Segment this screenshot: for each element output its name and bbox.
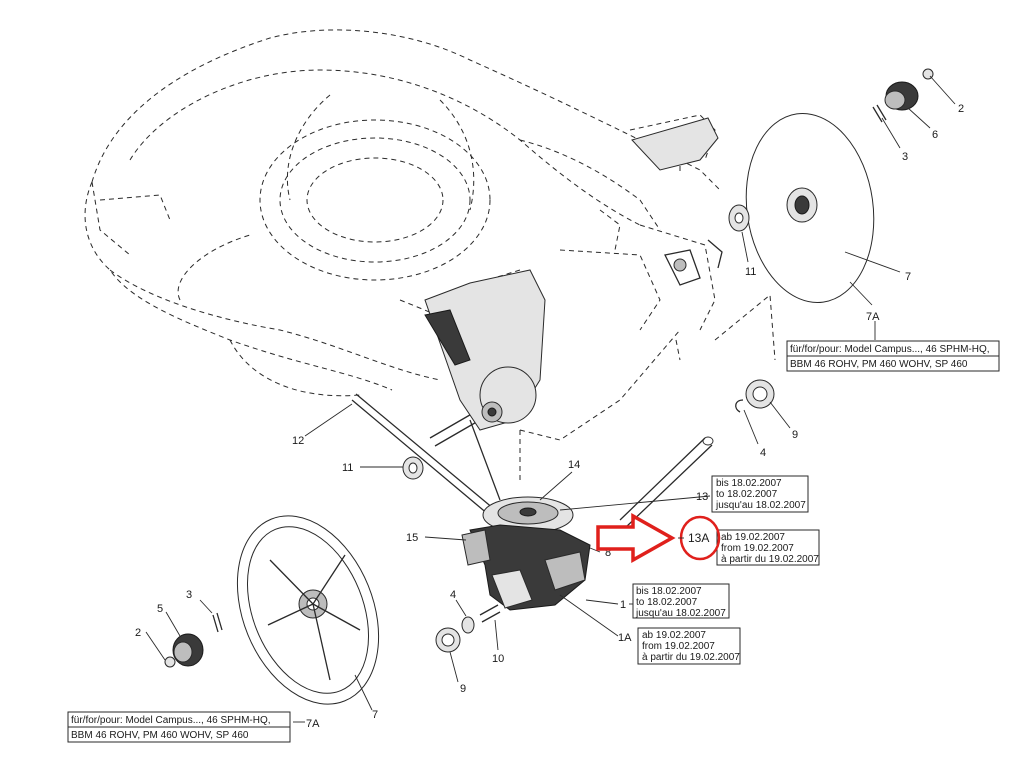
date-note-13-line1: bis 18.02.2007 bbox=[716, 478, 782, 489]
callout-8: 8 bbox=[605, 547, 611, 559]
callout-4-right: 4 bbox=[760, 447, 766, 459]
model-note-right-line1: für/for/pour: Model Campus..., 46 SPHM-H… bbox=[790, 344, 990, 355]
callout-5: 5 bbox=[157, 603, 163, 615]
highlight-annotation: 13A bbox=[596, 513, 721, 563]
date-note-13A-line3: à partir du 19.02.2007 bbox=[721, 554, 819, 565]
callout-2-left: 2 bbox=[135, 627, 141, 639]
callout-7A-left: 7A bbox=[306, 718, 320, 730]
date-note-1A: ab 19.02.2007 from 19.02.2007 à partir d… bbox=[637, 627, 741, 665]
mower-deck bbox=[84, 29, 776, 480]
date-note-1-line1: bis 18.02.2007 bbox=[636, 586, 702, 597]
callout-15: 15 bbox=[406, 532, 418, 544]
model-note-left-line2: BBM 46 ROHV, PM 460 WOHV, SP 460 bbox=[71, 730, 249, 741]
callout-1A: 1A bbox=[618, 632, 632, 644]
date-note-1-line2: to 18.02.2007 bbox=[636, 597, 698, 608]
gearbox-assembly bbox=[461, 496, 591, 611]
date-note-1A-line1: ab 19.02.2007 bbox=[642, 630, 706, 641]
red-arrow-icon bbox=[596, 513, 676, 563]
callout-1: 1 bbox=[620, 599, 626, 611]
right-bracket bbox=[631, 117, 723, 286]
lower-parts bbox=[402, 456, 501, 653]
handle-bracket bbox=[424, 269, 546, 431]
leader-lines bbox=[145, 75, 956, 723]
model-note-right-line2: BBM 46 ROHV, PM 460 WOHV, SP 460 bbox=[790, 359, 968, 370]
callout-9-right: 9 bbox=[792, 429, 798, 441]
bearings-right bbox=[728, 204, 775, 413]
model-note-left-line1: für/for/pour: Model Campus..., 46 SPHM-H… bbox=[71, 715, 271, 726]
hub-top-right bbox=[872, 68, 934, 123]
callout-11-left: 11 bbox=[342, 462, 353, 474]
date-note-13A-line1: ab 19.02.2007 bbox=[721, 532, 785, 543]
callout-10: 10 bbox=[492, 653, 504, 665]
date-note-13-line2: to 18.02.2007 bbox=[716, 489, 778, 500]
date-note-13A-line2: from 19.02.2007 bbox=[721, 543, 794, 554]
date-note-13A: ab 19.02.2007 from 19.02.2007 à partir d… bbox=[716, 529, 820, 566]
callout-4-left: 4 bbox=[450, 589, 456, 601]
model-note-left: für/for/pour: Model Campus..., 46 SPHM-H… bbox=[67, 711, 291, 743]
callout-11-right: 11 bbox=[745, 266, 756, 278]
callout-13: 13 bbox=[696, 491, 708, 503]
drive-belt bbox=[351, 393, 501, 521]
callout-9-left: 9 bbox=[460, 683, 466, 695]
date-note-1A-line2: from 19.02.2007 bbox=[642, 641, 715, 652]
date-note-13-line3: jusqu'au 18.02.2007 bbox=[715, 500, 806, 511]
callout-12: 12 bbox=[292, 435, 304, 447]
callout-6-top: 6 bbox=[932, 129, 938, 141]
callout-labels: 2 6 3 11 7 7A 9 4 12 11 14 13 15 8 1 1A … bbox=[135, 103, 964, 730]
drive-shaft bbox=[429, 411, 714, 529]
right-wheel bbox=[745, 113, 875, 303]
date-note-13: bis 18.02.2007 to 18.02.2007 jusqu'au 18… bbox=[711, 475, 809, 513]
model-note-right: für/for/pour: Model Campus..., 46 SPHM-H… bbox=[786, 340, 1000, 372]
date-note-1-line3: jusqu'au 18.02.2007 bbox=[635, 608, 726, 619]
left-wheel bbox=[236, 515, 380, 705]
callout-3-top: 3 bbox=[902, 151, 908, 163]
callout-14: 14 bbox=[568, 459, 580, 471]
callout-13A: 13A bbox=[688, 531, 709, 545]
hub-left bbox=[164, 612, 223, 668]
date-note-1: bis 18.02.2007 to 18.02.2007 jusqu'au 18… bbox=[632, 583, 730, 619]
callout-2-top: 2 bbox=[958, 103, 964, 115]
date-note-1A-line3: à partir du 19.02.2007 bbox=[642, 652, 740, 663]
callout-7-left: 7 bbox=[372, 709, 378, 721]
callout-3-left: 3 bbox=[186, 589, 192, 601]
callout-7-right: 7 bbox=[905, 271, 911, 283]
callout-7A-right: 7A bbox=[866, 311, 880, 323]
